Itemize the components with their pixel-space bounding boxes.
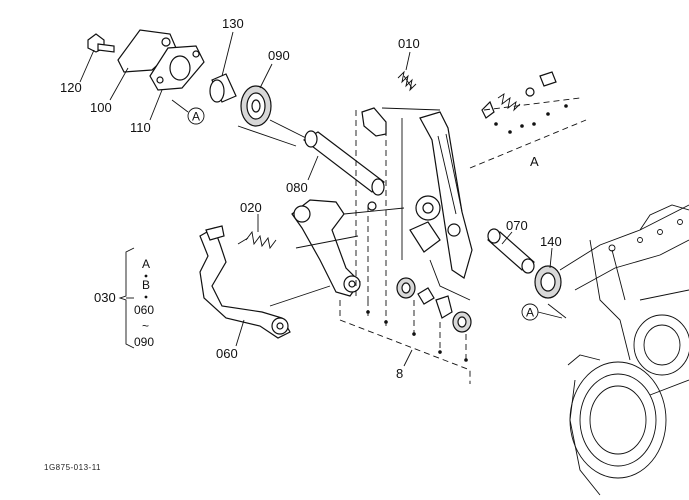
part-labels: 120 100 110 130 090 010 080 020 070 140 … <box>60 16 562 381</box>
bearing-090 <box>240 85 272 127</box>
group-030-line2: B <box>142 278 150 292</box>
label-110: 110 <box>130 120 151 135</box>
figure-code: 1G875-013-11 <box>44 463 101 472</box>
label-100: 100 <box>90 100 112 115</box>
label-020: 020 <box>240 200 262 215</box>
label-120: 120 <box>60 80 82 95</box>
bolt-120 <box>87 33 115 53</box>
engine-block <box>559 204 689 496</box>
upper-arm <box>291 199 405 297</box>
label-090: 090 <box>268 48 290 63</box>
detent-parts <box>469 71 587 169</box>
ref-marker-a-bottom: A <box>521 303 563 321</box>
label-060: 060 <box>216 346 238 361</box>
label-010: 010 <box>398 36 420 51</box>
label-080: 080 <box>286 180 308 195</box>
group-030-bracket <box>118 247 135 349</box>
gasket-110 <box>149 45 205 91</box>
label-130: 130 <box>222 16 244 31</box>
pin-070 <box>487 228 535 274</box>
leader-lines <box>79 31 553 367</box>
spring-010 <box>397 70 417 92</box>
guide-lines <box>237 110 567 319</box>
label-030: 030 <box>94 290 116 305</box>
group-030-line4: ~ <box>142 319 149 333</box>
ref-a-top-text: A <box>192 110 200 124</box>
group-030-list: A B 060 ~ 090 <box>134 257 154 349</box>
lever-060 <box>199 225 331 339</box>
bearing-140 <box>534 265 562 299</box>
label-070: 070 <box>506 218 528 233</box>
group-030-line3: 060 <box>134 303 154 317</box>
label-140: 140 <box>540 234 562 249</box>
bushing-group-8 <box>339 277 472 384</box>
group-030-line5: 090 <box>134 335 154 349</box>
bushing-130 <box>209 73 237 103</box>
group-030-line1: A <box>142 257 150 271</box>
ref-marker-a-top: A <box>171 99 205 125</box>
ref-a-bottom-text: A <box>526 306 534 320</box>
spring-020 <box>237 230 277 250</box>
lever-bracket <box>361 107 473 279</box>
shaft-080 <box>269 119 385 196</box>
label-8: 8 <box>396 366 403 381</box>
label-a-right: A <box>530 154 539 169</box>
